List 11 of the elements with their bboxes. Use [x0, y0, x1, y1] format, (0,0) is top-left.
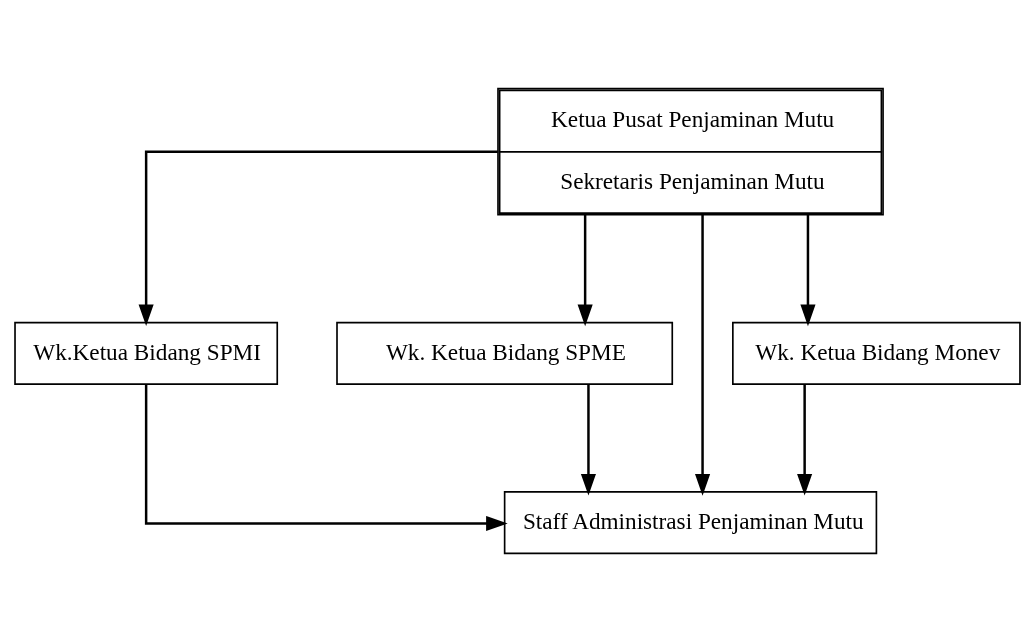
arrow: [138, 149, 498, 326]
arrow: [580, 383, 596, 496]
node-box: Staff Administrasi Penjaminan Mutu: [503, 490, 878, 554]
arrow: [144, 384, 508, 531]
arrow: [695, 214, 711, 496]
node-box: Wk.Ketua Bidang SPMI: [14, 321, 279, 385]
node-box: Wk. Ketua Bidang SPME: [336, 321, 674, 385]
arrow: [800, 214, 816, 326]
arrow: [577, 214, 593, 326]
node-box: Wk. Ketua Bidang Monev: [732, 321, 1021, 385]
arrow: [797, 383, 813, 496]
